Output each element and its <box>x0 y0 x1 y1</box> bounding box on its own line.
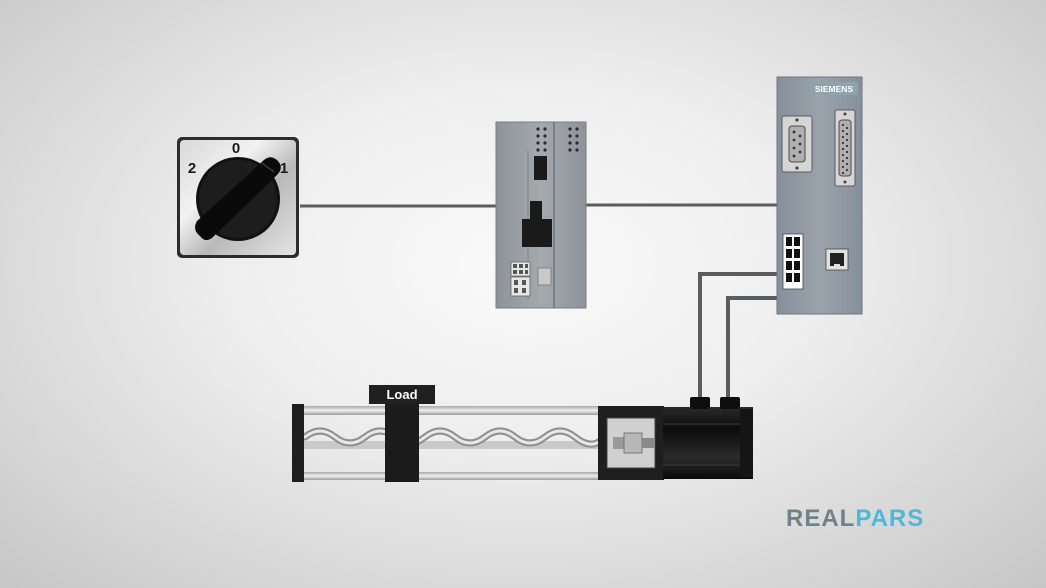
actuator-end-block-left <box>292 404 304 482</box>
db9-connector <box>781 115 813 173</box>
communication-port <box>530 201 542 219</box>
memory-card-slot <box>534 156 547 180</box>
servo-drive: SIEMENS <box>776 76 863 315</box>
ethernet-port <box>522 219 552 247</box>
wiring <box>300 203 777 400</box>
drive-brand: SIEMENS <box>815 84 854 94</box>
linear-actuator: Load <box>292 385 664 482</box>
shaft-coupling <box>623 432 643 454</box>
svg-text:REALPARS: REALPARS <box>786 505 924 532</box>
switch-position-2: 2 <box>188 160 196 177</box>
switch-position-1: 1 <box>280 160 288 177</box>
db25-connector <box>834 109 856 187</box>
plc-controller <box>495 121 587 309</box>
load-carriage <box>385 402 419 482</box>
motor-feedback-cable <box>726 296 777 400</box>
load-label-box <box>369 385 435 404</box>
rj45-port <box>825 248 849 271</box>
motor-feedback-connector <box>720 397 740 409</box>
brand-logo-real: REAL <box>786 505 855 532</box>
servo-motor <box>663 397 753 479</box>
status-led-dots <box>536 127 579 152</box>
selector-switch: 2 0 1 <box>177 137 299 258</box>
switch-handle <box>195 157 281 241</box>
power-terminal <box>782 233 804 290</box>
mode-switch <box>537 267 552 286</box>
motor-power-connector <box>690 397 710 409</box>
drive-brand-badge <box>810 82 858 95</box>
brand-logo-pars: PARS <box>855 505 924 532</box>
actuator-rail-bottom <box>300 472 600 480</box>
switch-position-0: 0 <box>232 140 240 157</box>
terminal-block <box>510 261 531 297</box>
load-label: Load <box>386 387 417 402</box>
lead-screw <box>300 427 604 449</box>
motor-power-cable <box>698 272 777 400</box>
actuator-rail-top <box>300 406 600 415</box>
brand-logo: REALPARS <box>786 505 924 532</box>
